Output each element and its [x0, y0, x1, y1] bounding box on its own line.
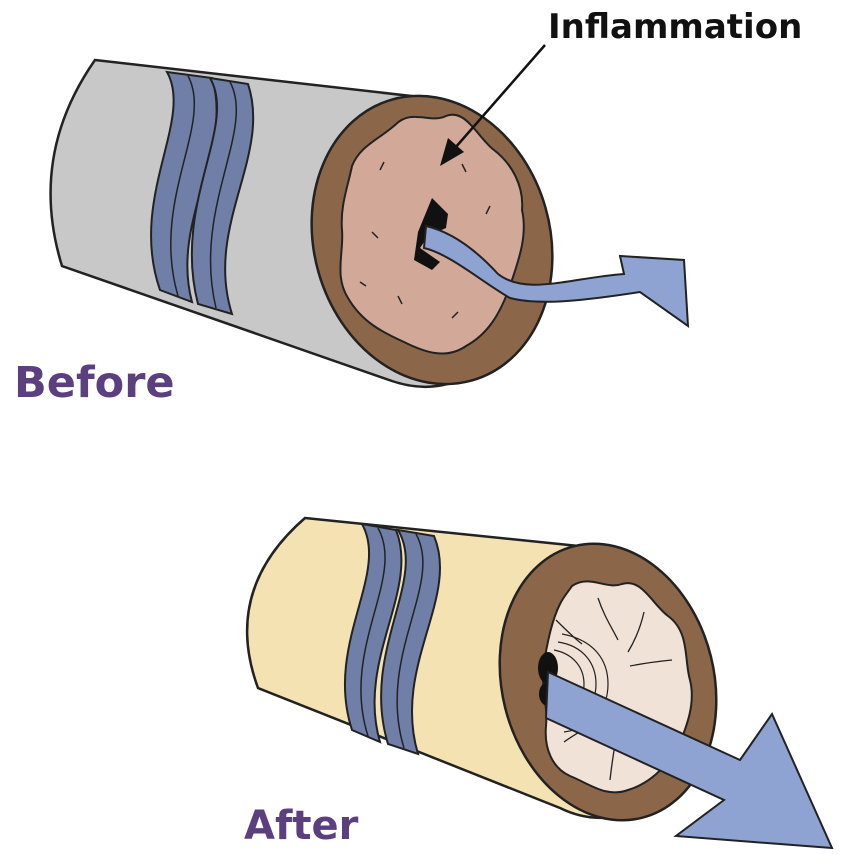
after-airway — [247, 518, 832, 848]
before-label: Before — [14, 362, 175, 405]
after-label: After — [244, 806, 358, 846]
inflammation-callout-label: Inflammation — [548, 10, 802, 44]
